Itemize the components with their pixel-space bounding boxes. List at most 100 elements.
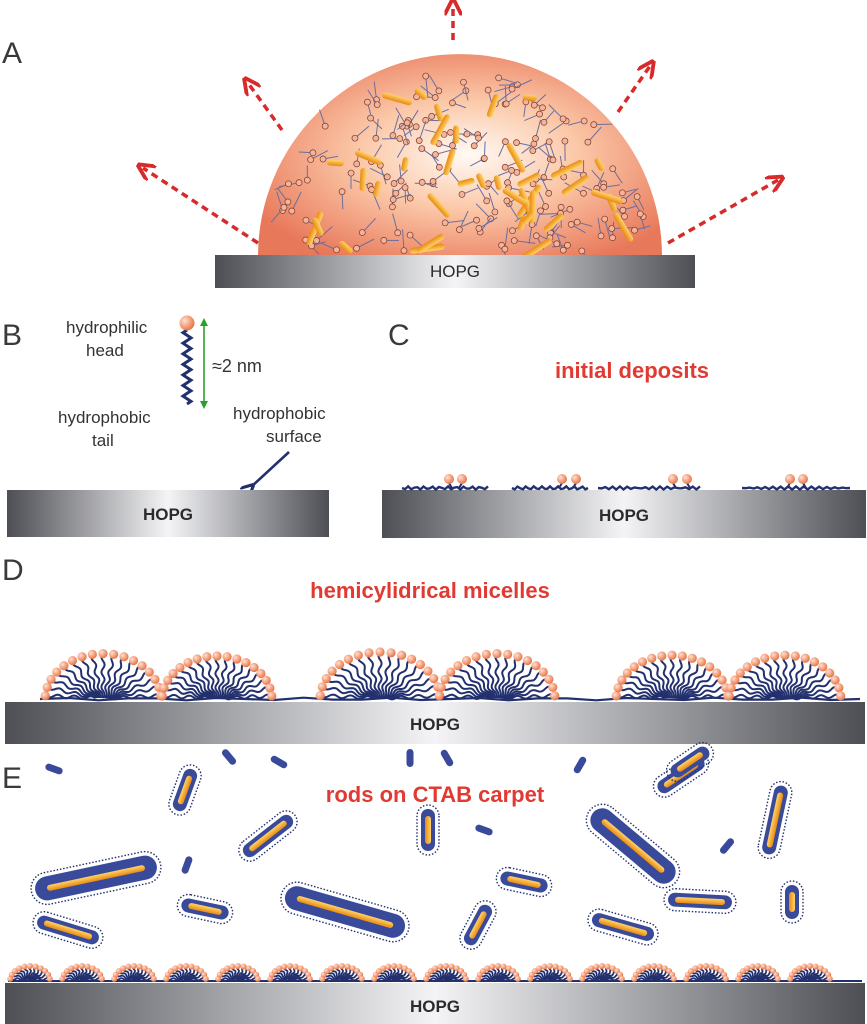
surfactant-head — [115, 968, 122, 975]
surfactant-head — [315, 690, 325, 701]
micelle-tail — [224, 679, 267, 700]
micelle-tail — [497, 653, 509, 699]
surfactant-head — [470, 142, 478, 150]
surfactant-head — [796, 965, 803, 972]
surfactant-head — [306, 975, 313, 982]
surfactant-head — [383, 173, 391, 181]
surfactant-head — [539, 104, 546, 112]
surfactant-head — [202, 652, 212, 662]
micelle-tail — [163, 687, 210, 699]
coated-rod — [238, 810, 298, 862]
surfactant-head — [730, 675, 740, 685]
surfactant-head — [580, 189, 587, 197]
evaporation-arrow — [667, 180, 778, 245]
surfactant-head — [611, 691, 621, 701]
surfactant-head — [157, 691, 167, 701]
initial-deposits — [401, 474, 851, 492]
surfactant-head — [232, 654, 242, 664]
surfactant-head — [46, 975, 53, 982]
gold-nanorod — [457, 178, 475, 187]
surfactant-head — [479, 968, 486, 975]
surfactant-tail — [392, 115, 400, 136]
surfactant-head — [136, 963, 143, 970]
surfactant-head — [618, 975, 625, 982]
surfactant-head — [549, 156, 557, 164]
surfactant-head — [303, 176, 311, 184]
surfactant-head — [40, 691, 50, 701]
surfactant-head — [432, 965, 439, 972]
micelle-tail — [792, 678, 836, 700]
gold-nanorod — [594, 157, 605, 172]
micelle-tail — [499, 655, 519, 699]
surfactant-head — [400, 247, 408, 255]
surfactant-head — [401, 965, 408, 972]
surfactant-head — [687, 653, 697, 663]
surfactant-head — [68, 965, 75, 972]
surfactant-head — [609, 965, 616, 972]
surfactant-head — [597, 232, 605, 240]
micelle-tail — [357, 655, 379, 699]
surfactant-head — [501, 163, 509, 171]
carpet-tail — [705, 977, 727, 982]
surfactant-head — [128, 655, 139, 666]
micelle-tail — [46, 686, 96, 699]
micelle-tail — [754, 661, 782, 699]
surfactant-head — [212, 651, 222, 661]
micelle-tail — [504, 693, 556, 701]
gold-nanorod — [434, 103, 444, 122]
micelle-tail — [224, 686, 271, 700]
surfactant-head — [27, 963, 33, 969]
micelle-tail — [367, 652, 381, 699]
surfactant-head — [502, 138, 509, 145]
surfactant-head — [401, 184, 409, 191]
surfactant-head — [583, 968, 590, 975]
surfactant-head — [712, 668, 722, 678]
hopg-substrate-c — [382, 490, 866, 538]
surfactant-head — [573, 218, 581, 226]
hydrophilic-head-label-line1: hydrophilic — [66, 318, 148, 337]
surfactant-head — [150, 975, 157, 982]
ctab-shell — [665, 741, 715, 783]
surfactant-head — [548, 682, 558, 692]
ctab-shell — [663, 887, 737, 915]
surfactant-head — [544, 674, 554, 684]
surfactant-head — [309, 149, 317, 157]
hopg-label-d: HOPG — [410, 715, 460, 734]
gold-nanorod — [427, 193, 451, 218]
surfactant-head — [484, 965, 491, 972]
surfactant-head — [163, 675, 173, 685]
gold-nanorod — [517, 172, 541, 188]
panel-letter-e: E — [2, 762, 22, 795]
surfactant-head — [87, 649, 97, 659]
surfactant-head — [98, 975, 105, 982]
coated-rods — [30, 741, 804, 950]
surfactant-head — [818, 662, 828, 672]
surfactant-head — [84, 963, 91, 970]
micelle-tail — [785, 655, 797, 699]
surfactant-head — [744, 965, 751, 972]
ctab-shell — [416, 804, 440, 856]
surfactant-tail — [539, 212, 561, 215]
surfactant-head — [254, 975, 261, 982]
surfactant-head — [59, 661, 69, 671]
surfactant-head — [397, 650, 407, 660]
surfactant-head — [380, 965, 387, 972]
coated-rod — [280, 881, 410, 943]
surfactant-tail — [418, 120, 427, 141]
surfactant-head — [458, 191, 466, 198]
micelle-tail — [217, 655, 228, 699]
surfactant-head — [280, 203, 288, 211]
micelle-tail — [669, 654, 675, 699]
micelle-tail — [494, 653, 500, 699]
surfactant-head — [447, 129, 454, 136]
micelle-tail — [641, 661, 669, 699]
surfactant-head — [505, 965, 512, 972]
surfactant-head — [532, 135, 539, 142]
surfactant-tail — [371, 189, 381, 210]
surfactant-head — [502, 100, 510, 108]
surfactant-head — [485, 180, 492, 187]
surfactant-head — [428, 113, 436, 120]
surfactant-head — [739, 968, 746, 975]
coated-rod — [459, 900, 497, 950]
